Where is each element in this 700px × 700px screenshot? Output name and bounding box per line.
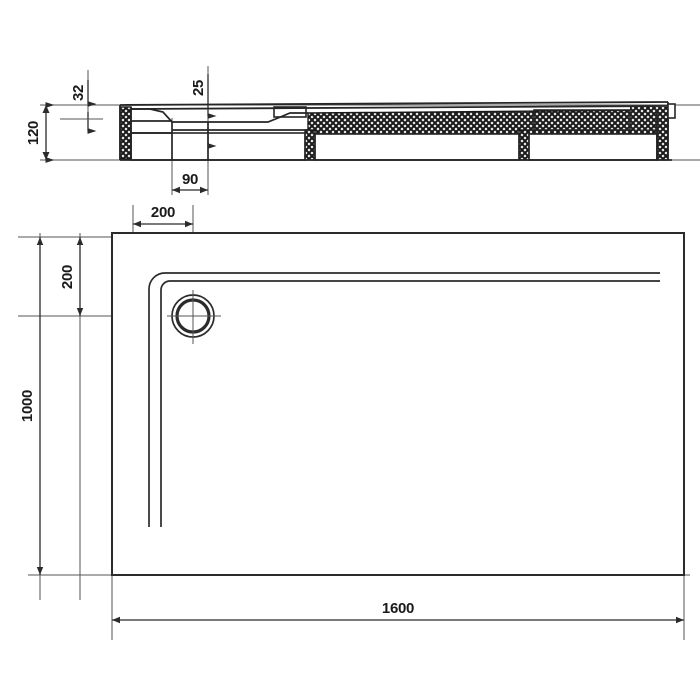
section-right-wall-hatch [656, 109, 669, 161]
section-right-tab [667, 103, 676, 119]
dimension-200-x: 200 [133, 204, 193, 228]
dimension-200-x-label: 200 [151, 204, 175, 221]
dimension-200-y: 200 [59, 237, 84, 316]
dimension-1600-label: 1600 [382, 600, 414, 617]
section-rib-mid-hatch [518, 129, 530, 161]
dimension-120: 120 [25, 102, 55, 163]
section-cavity-outlines [130, 106, 658, 161]
plan-tray-outline [111, 232, 685, 576]
dimension-25: 25 [190, 74, 217, 149]
dimension-120-label: 120 [25, 121, 42, 145]
dimension-90: 90 [172, 171, 208, 194]
dimension-200-y-label: 200 [59, 265, 76, 289]
section-slab-joint-hatch [305, 130, 668, 134]
section-right-cap-hatch [630, 107, 668, 113]
cross-section-view: 32 25 120 90 [25, 66, 700, 195]
dimension-1000: 1000 [19, 237, 44, 575]
dimension-32-label: 32 [70, 85, 87, 101]
dimension-1600: 1600 [112, 600, 684, 624]
dimension-90-label: 90 [182, 171, 198, 188]
section-left-wall-hatch [119, 106, 132, 160]
dimension-25-label: 25 [190, 80, 207, 96]
dimension-32: 32 [60, 80, 103, 134]
plan-inner-rim [148, 272, 660, 527]
drain-centermark-icon [167, 290, 221, 344]
dimension-1000-label: 1000 [19, 390, 36, 422]
drain-circle [167, 290, 221, 344]
section-rib-left-hatch [304, 129, 316, 161]
plan-view: 200 200 1000 1600 [18, 204, 690, 640]
